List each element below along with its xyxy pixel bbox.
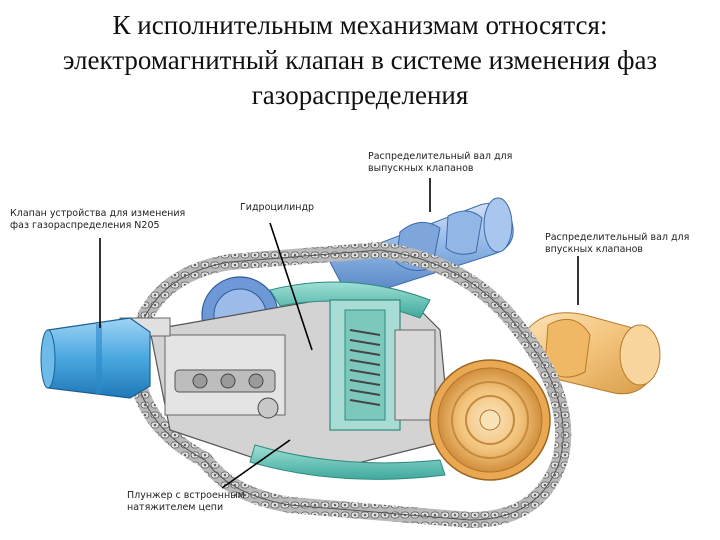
label-intake-camshaft: Распределительный вал для впускных клапа… xyxy=(545,232,690,255)
label-hydrocylinder: Гидроцилиндр xyxy=(240,202,315,213)
slide-title: К исполнительным механизмам относятся: э… xyxy=(20,8,700,113)
title-line-3: газораспределения xyxy=(251,80,469,110)
valve-n205 xyxy=(40,317,151,399)
leader-lines xyxy=(99,178,579,489)
label-plunger: Плунжер с встроенным натяжителем цепи xyxy=(127,490,245,513)
label-valve-n205: Клапан устройства для изменения фаз газо… xyxy=(10,208,186,231)
label-exhaust-camshaft: Распределительный вал для выпускных клап… xyxy=(368,151,513,174)
intake-sprocket xyxy=(429,359,551,481)
title-line-2: электромагнитный клапан в системе измене… xyxy=(62,45,658,75)
plunger-chain-tensioner-shoe xyxy=(249,444,446,480)
timing-chain xyxy=(126,241,572,529)
hydrocylinder-body xyxy=(329,299,436,431)
title-line-1: К исполнительным механизмам относятся: xyxy=(112,10,608,40)
